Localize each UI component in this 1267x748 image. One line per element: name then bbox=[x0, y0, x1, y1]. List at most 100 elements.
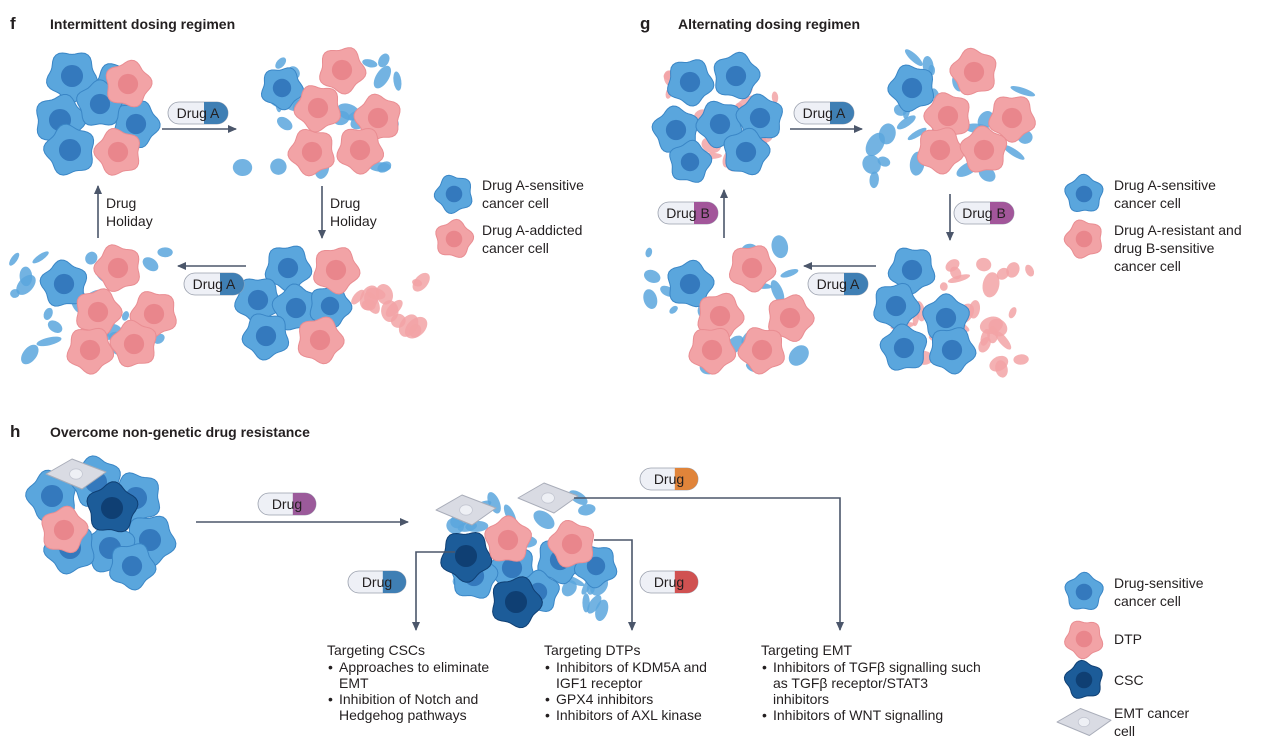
h-arrow-to-emt bbox=[574, 497, 844, 631]
f-legend-label: Drug A-addicted bbox=[482, 222, 582, 238]
drug-pill-label: Drug A bbox=[817, 276, 860, 292]
resistant-cell bbox=[319, 47, 367, 95]
h-legend-label: DTP bbox=[1114, 631, 1142, 647]
f-legend-swatch bbox=[433, 174, 473, 215]
panel-g-label: g bbox=[640, 14, 650, 33]
resistant-cell bbox=[547, 519, 595, 568]
g-drug-b-pill-left: Drug B bbox=[657, 201, 719, 225]
resistant-cell bbox=[105, 59, 153, 108]
g-legend-label: Drug A-sensitive bbox=[1114, 177, 1216, 193]
csc-box-item: Approaches to eliminate EMT bbox=[327, 659, 508, 691]
resistant-cell bbox=[76, 288, 123, 336]
targeting-emt-box: Targeting EMT Inhibitors of TGFβ signall… bbox=[753, 635, 993, 739]
f-cluster-bottom-left bbox=[9, 244, 177, 375]
resistant-cell bbox=[484, 515, 532, 562]
g-legend-swatch bbox=[1063, 219, 1102, 259]
drug-pill-label: Drug bbox=[654, 574, 684, 590]
resistant-cell bbox=[768, 294, 815, 342]
g-legend-label: cancer cell bbox=[1114, 195, 1181, 211]
f-legend-item: Drug A-sensitive cancer cell bbox=[433, 174, 584, 215]
sensitive-cell bbox=[713, 51, 761, 100]
resistant-cell bbox=[66, 327, 115, 375]
g-drug-b-pill-right: Drug B bbox=[953, 201, 1015, 225]
h-legend-swatch bbox=[1063, 659, 1103, 699]
g-legend-label: cancer cell bbox=[1114, 258, 1181, 274]
g-cluster-bottom-left bbox=[643, 235, 815, 375]
resistant-cell bbox=[41, 505, 89, 554]
g-cluster-bottom-right bbox=[873, 247, 1035, 378]
sensitive-cell bbox=[260, 67, 305, 111]
sensitive-cell bbox=[651, 105, 700, 153]
resistant-cell bbox=[293, 85, 341, 133]
resistant-cell bbox=[109, 319, 157, 368]
f-legend-label: cancer cell bbox=[482, 195, 549, 211]
dtp-box-item: Inhibitors of AXL kinase bbox=[544, 707, 725, 723]
resistant-cell bbox=[336, 127, 385, 175]
emt-box-item: Inhibitors of WNT signalling bbox=[761, 707, 985, 723]
f-cluster-top-left bbox=[36, 52, 161, 176]
f-legend-label: Drug A-sensitive bbox=[482, 177, 584, 193]
dtp-box-item: GPX4 inhibitors bbox=[544, 691, 725, 707]
dtp-box-item: Inhibitors of KDM5A and IGF1 receptor bbox=[544, 659, 725, 691]
emt-box-item: Inhibitors of TGFβ signalling such as TG… bbox=[761, 659, 985, 707]
drug-pill-label: Drug B bbox=[666, 205, 710, 221]
csc-cell bbox=[440, 531, 493, 583]
resistant-cell bbox=[93, 244, 140, 292]
panel-f-title: Intermittent dosing regimen bbox=[50, 16, 235, 32]
resistant-cell bbox=[737, 327, 785, 375]
h-legend-item: CSC bbox=[1063, 659, 1144, 699]
h-drug-pill-dtp: Drug bbox=[639, 570, 699, 594]
csc-cell bbox=[86, 481, 139, 533]
f-cluster-top-right bbox=[232, 47, 402, 179]
resistant-cell bbox=[93, 127, 141, 176]
h-drug-pill-csc: Drug bbox=[347, 570, 407, 594]
holiday-left-line1: Drug bbox=[106, 195, 136, 211]
sensitive-cell bbox=[43, 123, 95, 176]
h-legend-label: CSC bbox=[1114, 672, 1144, 688]
sensitive-cell bbox=[879, 323, 928, 371]
resistant-cell bbox=[313, 247, 361, 295]
h-drug-pill-main: Drug bbox=[257, 492, 317, 516]
sensitive-cell bbox=[241, 313, 290, 361]
sensitive-cell bbox=[309, 284, 353, 329]
panel-g-title: Alternating dosing regimen bbox=[678, 16, 860, 32]
g-legend-label: Drug A-resistant and bbox=[1114, 222, 1242, 238]
drug-pill-label: Drug A bbox=[803, 105, 846, 121]
g-legend-item: Drug A-resistant and drug B-sensitive canc… bbox=[1063, 219, 1242, 274]
f-cluster-bottom-right bbox=[234, 245, 430, 365]
h-legend-label: Drug-sensitive bbox=[1114, 575, 1204, 591]
h-legend-label: EMT cancer bbox=[1114, 705, 1190, 721]
resistant-cell bbox=[287, 128, 335, 177]
sensitive-cell bbox=[667, 259, 715, 308]
cell-clusters bbox=[9, 47, 1036, 629]
sensitive-cell bbox=[887, 64, 935, 113]
sensitive-cell bbox=[723, 127, 771, 176]
targeting-cscs-box: Targeting CSCs Approaches to eliminate E… bbox=[319, 635, 516, 739]
g-drug-a-pill-bottom: Drug A bbox=[807, 272, 869, 296]
resistant-cell bbox=[959, 125, 1008, 173]
panel-h-title: Overcome non-genetic drug resistance bbox=[50, 424, 310, 440]
holiday-right-line2: Holiday bbox=[330, 213, 377, 229]
f-legend-swatch bbox=[435, 218, 475, 258]
h-arrow-to-csc bbox=[412, 551, 455, 631]
resistant-cell bbox=[916, 127, 965, 175]
f-legend-label: cancer cell bbox=[482, 240, 549, 256]
resistant-cell bbox=[923, 92, 970, 140]
g-cluster-top-left bbox=[651, 51, 783, 183]
targeting-dtps-box: Targeting DTPs Inhibitors of KDM5A and I… bbox=[536, 635, 733, 739]
resistant-cell bbox=[297, 316, 345, 365]
sensitive-cell bbox=[667, 59, 715, 107]
h-cluster-result bbox=[435, 482, 618, 629]
h-legend-swatch bbox=[1064, 571, 1104, 611]
g-legend-label: drug B-sensitive bbox=[1114, 240, 1215, 256]
g-cluster-top-right bbox=[862, 47, 1036, 189]
sensitive-cell bbox=[39, 259, 88, 307]
h-arrow-to-dtp bbox=[594, 539, 636, 631]
h-legend-item: DTP bbox=[1064, 620, 1142, 660]
csc-box-title: Targeting CSCs bbox=[327, 642, 426, 658]
g-legend-swatch bbox=[1064, 173, 1104, 213]
resistant-cell bbox=[688, 327, 737, 375]
h-legend-swatch bbox=[1056, 708, 1112, 736]
